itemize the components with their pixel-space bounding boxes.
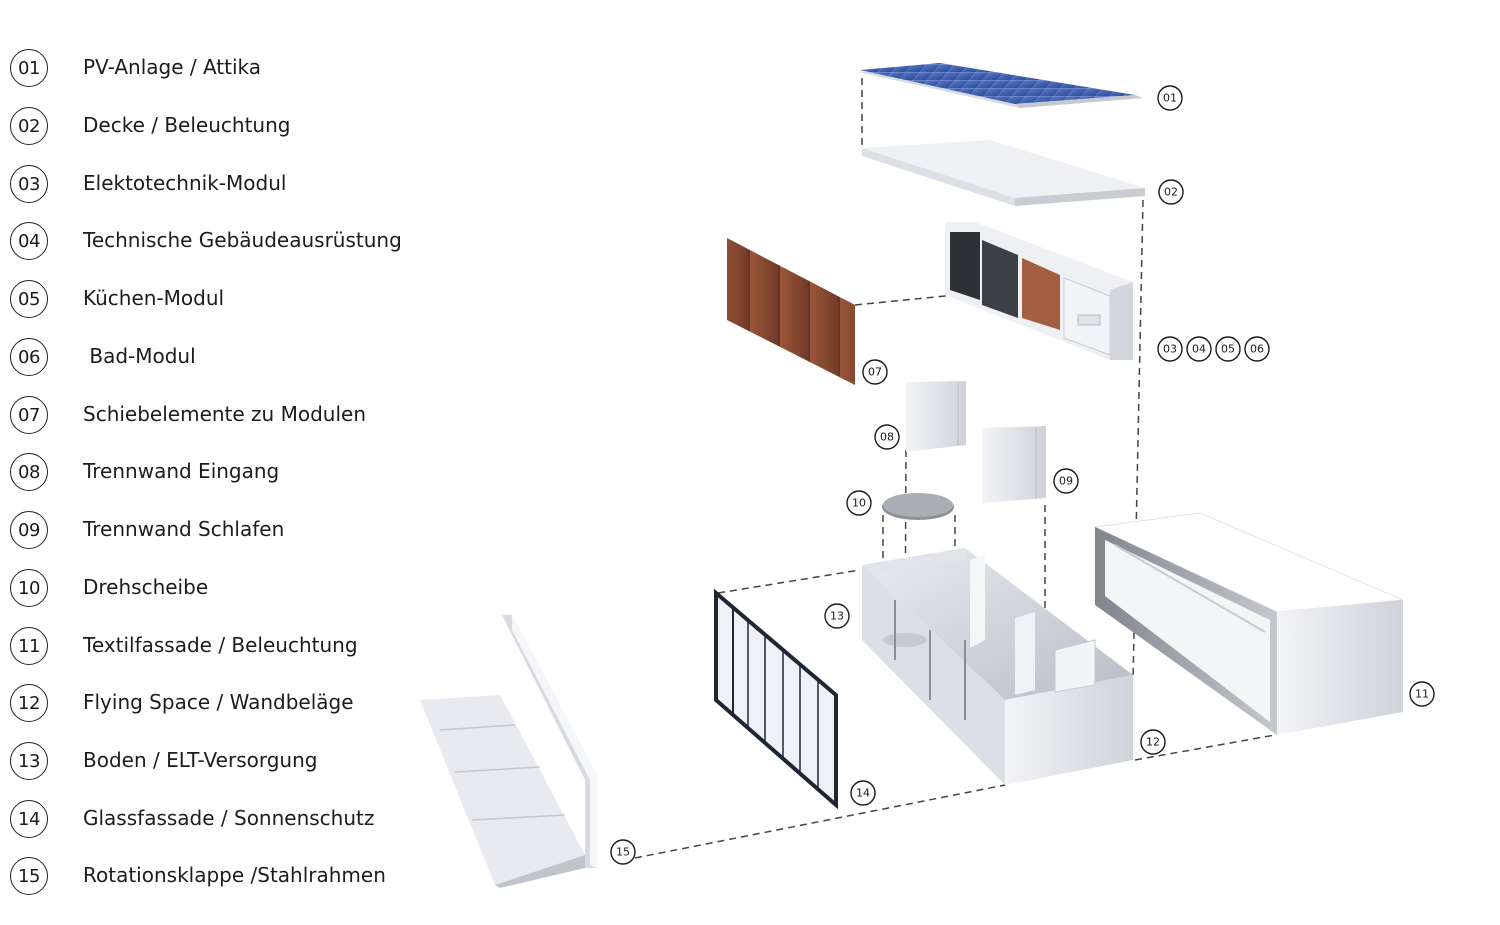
callout-label: 03	[1163, 343, 1177, 356]
legend-label: Bad-Modul	[83, 344, 196, 368]
legend-number-badge: 08	[10, 453, 48, 491]
pv-panel-element	[858, 63, 1143, 108]
legend-item: 11 Textilfassade / Beleuchtung	[10, 627, 430, 667]
callout-11: 11	[1409, 681, 1435, 707]
legend-item: 07 Schiebelemente zu Modulen	[10, 396, 430, 436]
legend-item: 10 Drehscheibe	[10, 569, 430, 609]
callout-label: 04	[1192, 343, 1206, 356]
callout-01: 01	[1157, 85, 1183, 111]
legend-number-badge: 01	[10, 49, 48, 87]
legend-item: 06 Bad-Modul	[10, 338, 430, 378]
legend-number-badge: 04	[10, 222, 48, 260]
callout-label: 07	[868, 366, 882, 379]
callout-label: 01	[1163, 92, 1177, 105]
legend-item: 04 Technische Gebäudeausrüstung	[10, 222, 430, 262]
textile-facade-element	[1093, 512, 1404, 735]
turntable-element	[882, 493, 954, 520]
legend-item: 12 Flying Space / Wandbeläge	[10, 684, 430, 724]
legend-item: 13 Boden / ELT-Versorgung	[10, 742, 430, 782]
legend-label: Technische Gebäudeausrüstung	[83, 228, 402, 252]
callout-label: 05	[1221, 343, 1235, 356]
callout-label: 08	[880, 431, 894, 444]
legend-label: Decke / Beleuchtung	[83, 113, 291, 137]
main-room-element	[862, 548, 1133, 785]
callout-label: 15	[616, 846, 630, 859]
legend-label: Flying Space / Wandbeläge	[83, 690, 354, 714]
callout-10: 10	[846, 490, 872, 516]
legend-number-badge: 14	[10, 800, 48, 838]
legend-number-badge: 03	[10, 165, 48, 203]
service-modules-element	[945, 222, 1133, 360]
ceiling-slab-element	[862, 140, 1145, 206]
callout-08: 08	[874, 424, 900, 450]
legend-number-badge: 10	[10, 569, 48, 607]
legend-item: 02 Decke / Beleuchtung	[10, 107, 430, 147]
legend-number-badge: 05	[10, 280, 48, 318]
callout-label: 09	[1059, 475, 1073, 488]
legend-number-badge: 06	[10, 338, 48, 376]
legend-item: 03 Elektotechnik-Modul	[10, 165, 430, 205]
legend-item: 05 Küchen-Modul	[10, 280, 430, 320]
legend-label: Trennwand Eingang	[83, 459, 280, 483]
callout-15: 15	[610, 839, 636, 865]
legend-label: Textilfassade / Beleuchtung	[83, 633, 358, 657]
callout-12: 12	[1140, 729, 1166, 755]
legend-label: Küchen-Modul	[83, 286, 225, 310]
partition-entrance-element	[906, 381, 966, 452]
legend-number-badge: 07	[10, 396, 48, 434]
callout-label: 11	[1415, 688, 1429, 701]
legend-item: 01 PV-Anlage / Attika	[10, 49, 430, 89]
legend-label: PV-Anlage / Attika	[83, 55, 262, 79]
callout-09: 09	[1053, 468, 1079, 494]
legend: 01 PV-Anlage / Attika 02 Decke / Beleuch…	[0, 0, 440, 925]
legend-number-badge: 02	[10, 107, 48, 145]
rotation-flap-element	[420, 615, 597, 888]
callout-03: 03	[1157, 336, 1183, 362]
callout-label: 10	[852, 497, 866, 510]
callout-label: 13	[830, 610, 844, 623]
legend-number-badge: 15	[10, 857, 48, 895]
legend-item: 08 Trennwand Eingang	[10, 453, 430, 493]
callout-label: 06	[1250, 343, 1264, 356]
glass-facade-element	[714, 588, 838, 810]
callout-05: 05	[1215, 336, 1241, 362]
callout-label: 14	[856, 787, 870, 800]
legend-label: Elektotechnik-Modul	[83, 171, 287, 195]
legend-item: 14 Glassfassade / Sonnenschutz	[10, 800, 430, 840]
legend-number-badge: 09	[10, 511, 48, 549]
legend-number-badge: 11	[10, 627, 48, 665]
callout-07: 07	[862, 359, 888, 385]
callout-13: 13	[824, 603, 850, 629]
partition-sleeping-element	[982, 426, 1046, 503]
legend-item: 15 Rotationsklappe /Stahlrahmen	[10, 857, 430, 897]
legend-label: Rotationsklappe /Stahlrahmen	[83, 863, 386, 887]
callout-06: 06	[1244, 336, 1270, 362]
legend-item: 09 Trennwand Schlafen	[10, 511, 430, 551]
legend-label: Glassfassade / Sonnenschutz	[83, 806, 375, 830]
wood-sliding-panel-element	[727, 238, 855, 385]
legend-label: Trennwand Schlafen	[83, 517, 285, 541]
callout-04: 04	[1186, 336, 1212, 362]
callout-14: 14	[850, 780, 876, 806]
legend-label: Boden / ELT-Versorgung	[83, 748, 318, 772]
callout-02: 02	[1158, 179, 1184, 205]
legend-number-badge: 13	[10, 742, 48, 780]
legend-label: Drehscheibe	[83, 575, 209, 599]
legend-number-badge: 12	[10, 684, 48, 722]
callout-label: 12	[1146, 736, 1160, 749]
callout-label: 02	[1164, 186, 1178, 199]
legend-label: Schiebelemente zu Modulen	[83, 402, 366, 426]
